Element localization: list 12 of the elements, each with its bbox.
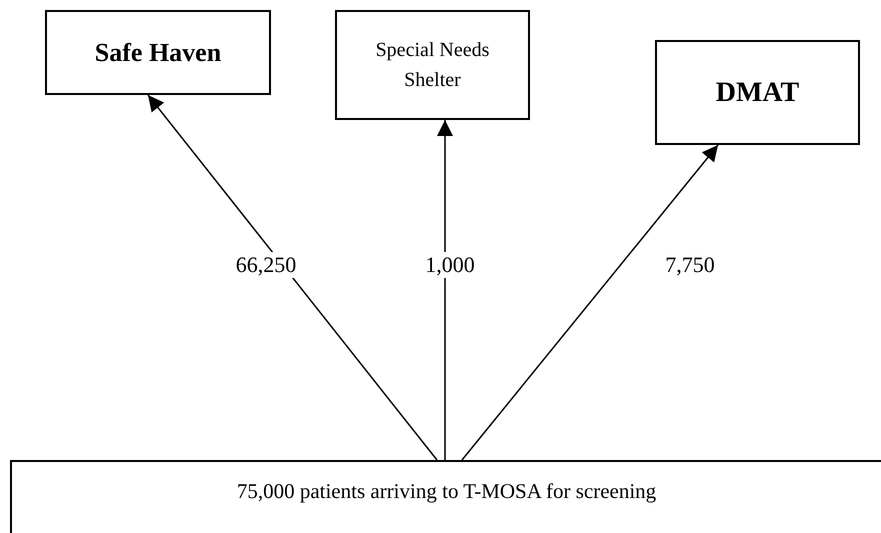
node-label: DMAT xyxy=(714,76,800,110)
arrow xyxy=(147,94,438,460)
node-label: Safe Haven xyxy=(94,37,222,69)
destination-box xyxy=(335,10,530,120)
node-label: Special Needs Shelter xyxy=(374,38,490,93)
arrow xyxy=(437,120,453,460)
source-box xyxy=(10,460,881,533)
node-label: 75,000 patients arriving to T-MOSA for screening xyxy=(236,478,658,505)
destination-box xyxy=(655,40,860,145)
destination-box xyxy=(45,10,271,95)
edge-label: 66,250 xyxy=(234,252,298,278)
arrow xyxy=(461,144,719,460)
